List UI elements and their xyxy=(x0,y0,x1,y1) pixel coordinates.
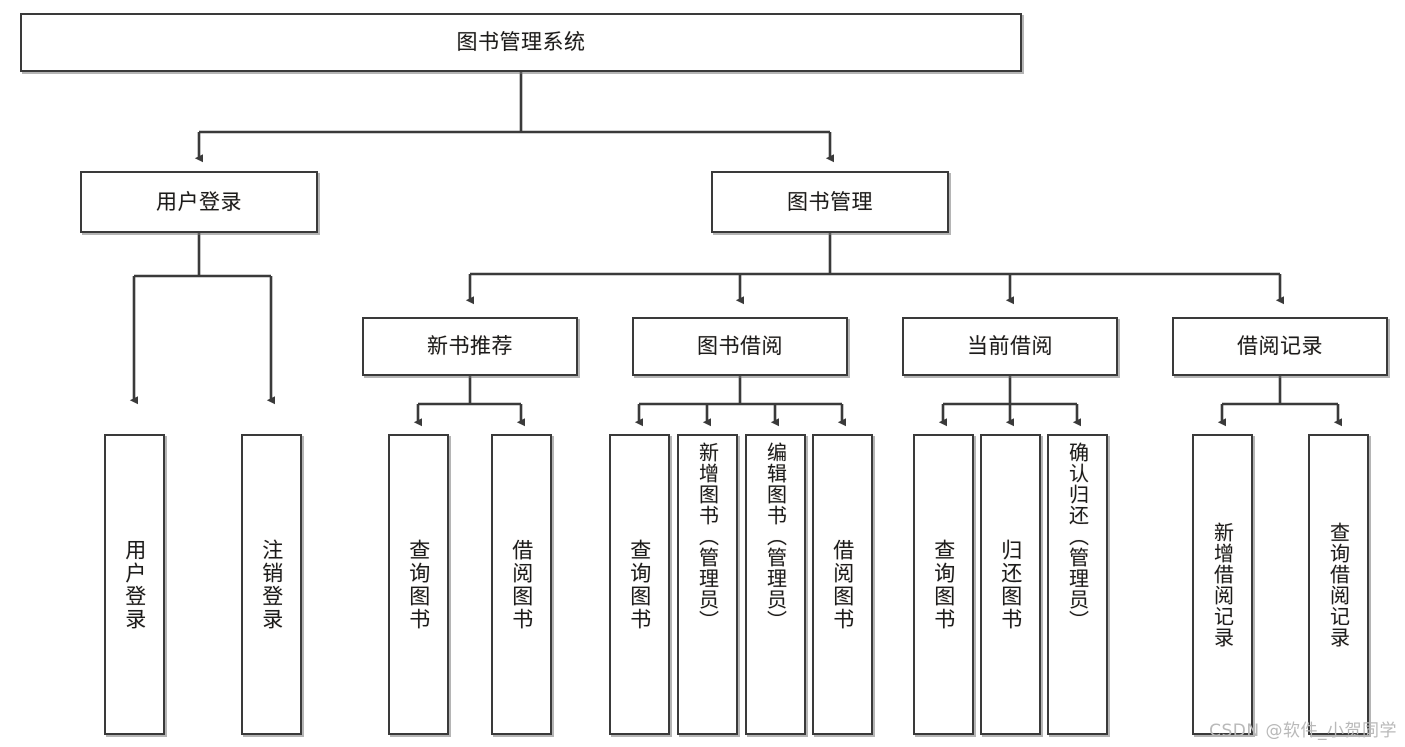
node-user-login-label: 用户登录 xyxy=(156,189,242,214)
node-leaf-borrow-book-2-label: 借阅图书 xyxy=(830,538,855,631)
node-leaf-add-book[interactable]: 新增图书（管理员） xyxy=(677,434,738,735)
node-book-borrow-label: 图书借阅 xyxy=(697,334,783,359)
node-leaf-add-book-label: 新增图书（管理员） xyxy=(695,442,720,631)
watermark-text: CSDN @软件_小贺同学 xyxy=(1209,721,1397,741)
node-book-manage-label: 图书管理 xyxy=(787,189,873,214)
node-leaf-user-login[interactable]: 用户登录 xyxy=(104,434,165,735)
node-leaf-query-book-3-label: 查询图书 xyxy=(931,538,956,631)
node-leaf-return-book[interactable]: 归还图书 xyxy=(980,434,1041,735)
node-leaf-query-book-3[interactable]: 查询图书 xyxy=(913,434,974,735)
node-leaf-query-book-1-label: 查询图书 xyxy=(406,538,431,631)
node-current-borrow[interactable]: 当前借阅 xyxy=(902,317,1118,376)
node-leaf-return-book-label: 归还图书 xyxy=(998,538,1023,631)
node-leaf-borrow-book-1[interactable]: 借阅图书 xyxy=(491,434,552,735)
node-leaf-edit-book-label: 编辑图书（管理员） xyxy=(763,442,788,631)
node-root-label: 图书管理系统 xyxy=(456,30,586,55)
node-root[interactable]: 图书管理系统 xyxy=(20,13,1022,72)
node-leaf-query-record-label: 查询借阅记录 xyxy=(1326,521,1351,648)
node-book-borrow[interactable]: 图书借阅 xyxy=(632,317,848,376)
node-current-borrow-label: 当前借阅 xyxy=(967,334,1053,359)
node-new-book-rec-label: 新书推荐 xyxy=(427,334,513,359)
node-leaf-add-record[interactable]: 新增借阅记录 xyxy=(1192,434,1253,735)
node-leaf-query-book-2[interactable]: 查询图书 xyxy=(609,434,670,735)
node-leaf-user-login-label: 用户登录 xyxy=(122,538,147,631)
node-leaf-query-book-2-label: 查询图书 xyxy=(627,538,652,631)
node-leaf-logout[interactable]: 注销登录 xyxy=(241,434,302,735)
node-borrow-record[interactable]: 借阅记录 xyxy=(1172,317,1388,376)
node-borrow-record-label: 借阅记录 xyxy=(1237,334,1323,359)
node-leaf-borrow-book-2[interactable]: 借阅图书 xyxy=(812,434,873,735)
node-leaf-query-record[interactable]: 查询借阅记录 xyxy=(1308,434,1369,735)
node-user-login[interactable]: 用户登录 xyxy=(80,171,318,233)
node-leaf-borrow-book-1-label: 借阅图书 xyxy=(509,538,534,631)
node-book-manage[interactable]: 图书管理 xyxy=(711,171,949,233)
node-new-book-rec[interactable]: 新书推荐 xyxy=(362,317,578,376)
node-leaf-edit-book[interactable]: 编辑图书（管理员） xyxy=(745,434,806,735)
node-leaf-logout-label: 注销登录 xyxy=(259,538,284,631)
node-leaf-confirm-return[interactable]: 确认归还（管理员） xyxy=(1047,434,1108,735)
node-leaf-add-record-label: 新增借阅记录 xyxy=(1210,521,1235,648)
node-leaf-query-book-1[interactable]: 查询图书 xyxy=(388,434,449,735)
node-leaf-confirm-return-label: 确认归还（管理员） xyxy=(1065,442,1090,631)
